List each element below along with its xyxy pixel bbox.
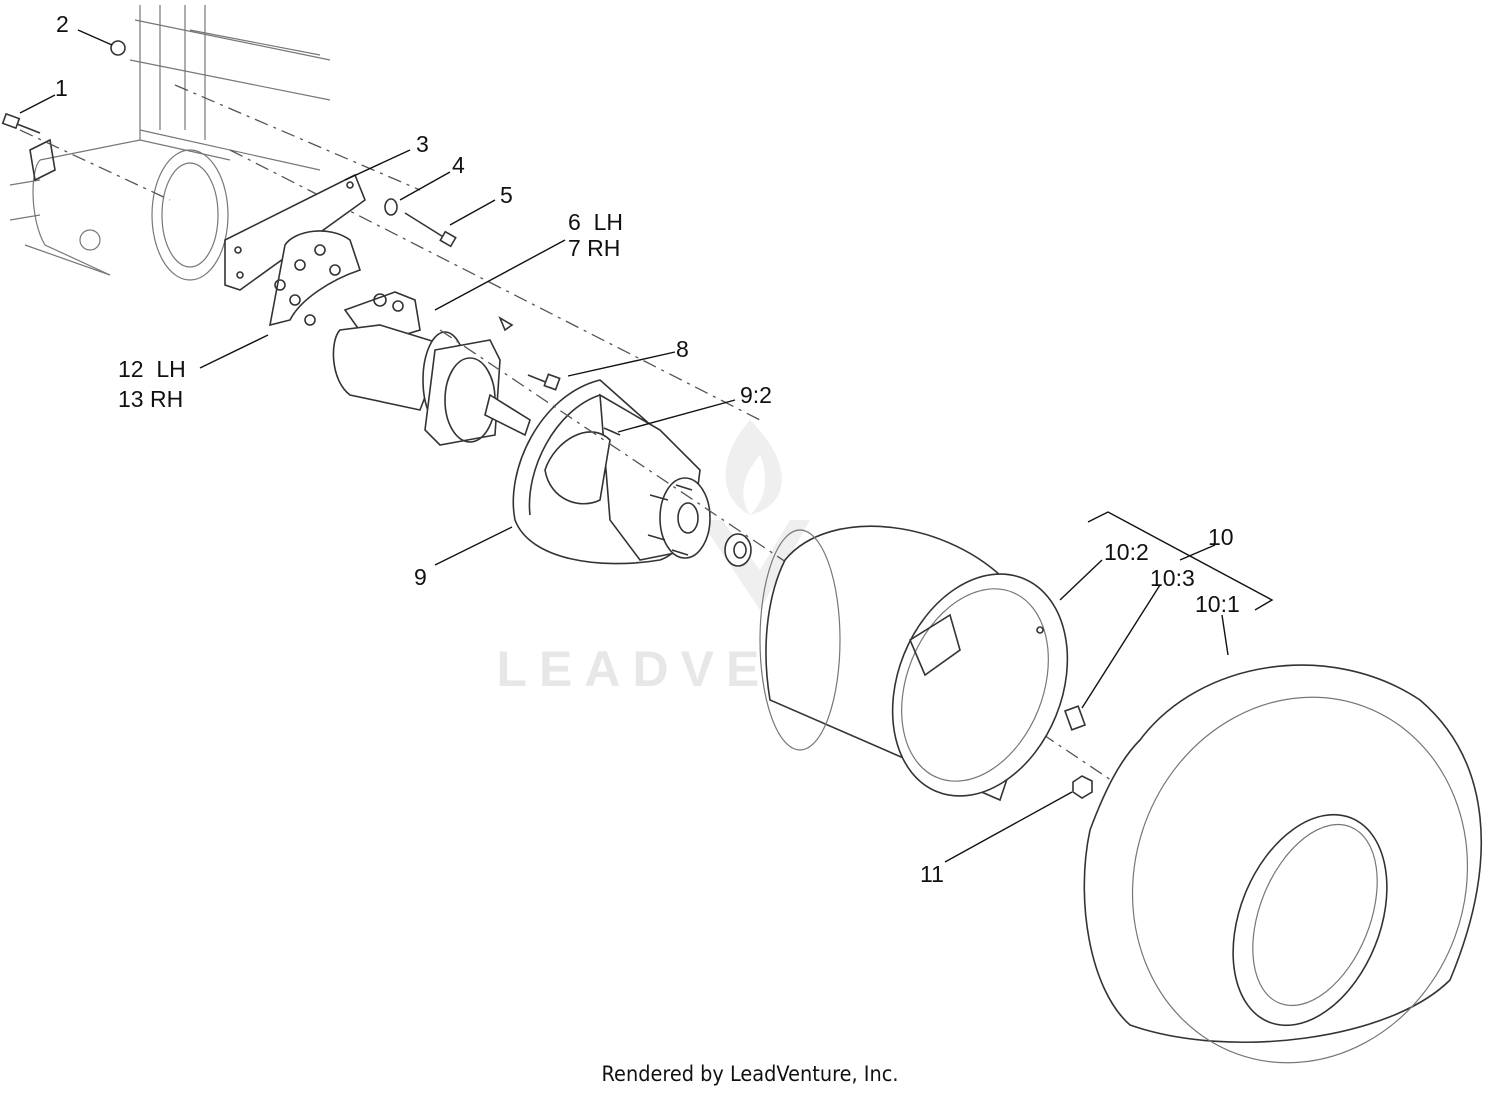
- bolt-5: [404, 212, 457, 248]
- callout-4: 4: [452, 152, 465, 178]
- callout-9: 9: [414, 564, 427, 590]
- lug-nut-11: [1072, 775, 1093, 799]
- rendered-by-footer: Rendered by LeadVenture, Inc.: [601, 1062, 899, 1086]
- callout-2: 2: [56, 11, 69, 37]
- washer-4: [384, 198, 398, 216]
- callout-5: 5: [500, 182, 513, 208]
- leader-lines: [19, 29, 1229, 863]
- hub-nut: [724, 533, 752, 567]
- callout-3: 3: [416, 131, 429, 157]
- bolt-1: [1, 112, 41, 134]
- callout-13-rh: 13 RH: [118, 386, 183, 412]
- nut-2: [110, 40, 126, 56]
- callout-10: 10: [1208, 524, 1234, 550]
- callout-7-rh: 7 RH: [568, 235, 620, 261]
- callout-9-2: 9:2: [740, 382, 772, 408]
- rim-10-2: [759, 525, 1069, 802]
- callout-8: 8: [676, 336, 689, 362]
- callout-6-lh: 6 LH: [568, 209, 623, 235]
- callout-12-lh: 12 LH: [118, 356, 186, 382]
- wheel-hub-9: [512, 379, 711, 565]
- valve-stem-10-3: [1063, 705, 1087, 731]
- bolt-8: [527, 373, 561, 391]
- callout-1: 1: [55, 75, 68, 101]
- callout-10-2: 10:2: [1104, 539, 1149, 565]
- callout-labels: 2 1 3 4 5 6 LH 7 RH 8 9:2 12 LH 13 RH 9 …: [55, 11, 1240, 887]
- hydraulic-motor-6-7: [332, 291, 531, 446]
- callout-10-3: 10:3: [1150, 565, 1195, 591]
- coupler-12-13: [268, 230, 362, 327]
- tire-10-1: [1083, 664, 1482, 1064]
- callout-10-1: 10:1: [1195, 591, 1240, 617]
- frame-housing: [9, 5, 761, 421]
- callout-11: 11: [920, 861, 944, 887]
